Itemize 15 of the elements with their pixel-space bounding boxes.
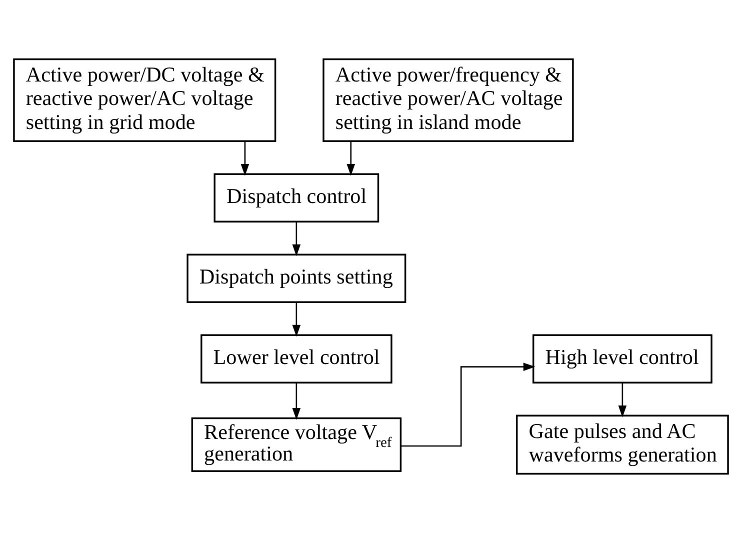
node-box: High level control <box>532 334 712 384</box>
arrow <box>292 302 301 337</box>
arrow <box>292 222 301 256</box>
node-box: Active power/DC voltage & reactive power/AC voltage setting in grid mode <box>13 58 276 142</box>
node-box: Active power/frequency & reactive power/AC voltage setting in island mode <box>322 58 574 142</box>
node-box: Reference voltage V$_{ref}$ generation <box>191 417 402 472</box>
arrow <box>240 142 250 176</box>
arrow <box>346 142 356 176</box>
arrow <box>618 382 627 418</box>
node-box: Dispatch points setting <box>186 254 406 303</box>
arrow <box>292 382 301 420</box>
arrow <box>400 362 536 447</box>
node-box: Gate pulses and AC waveforms generation <box>516 414 729 475</box>
node-box: Lower level control <box>200 334 392 384</box>
node-box: Dispatch control <box>214 173 380 222</box>
